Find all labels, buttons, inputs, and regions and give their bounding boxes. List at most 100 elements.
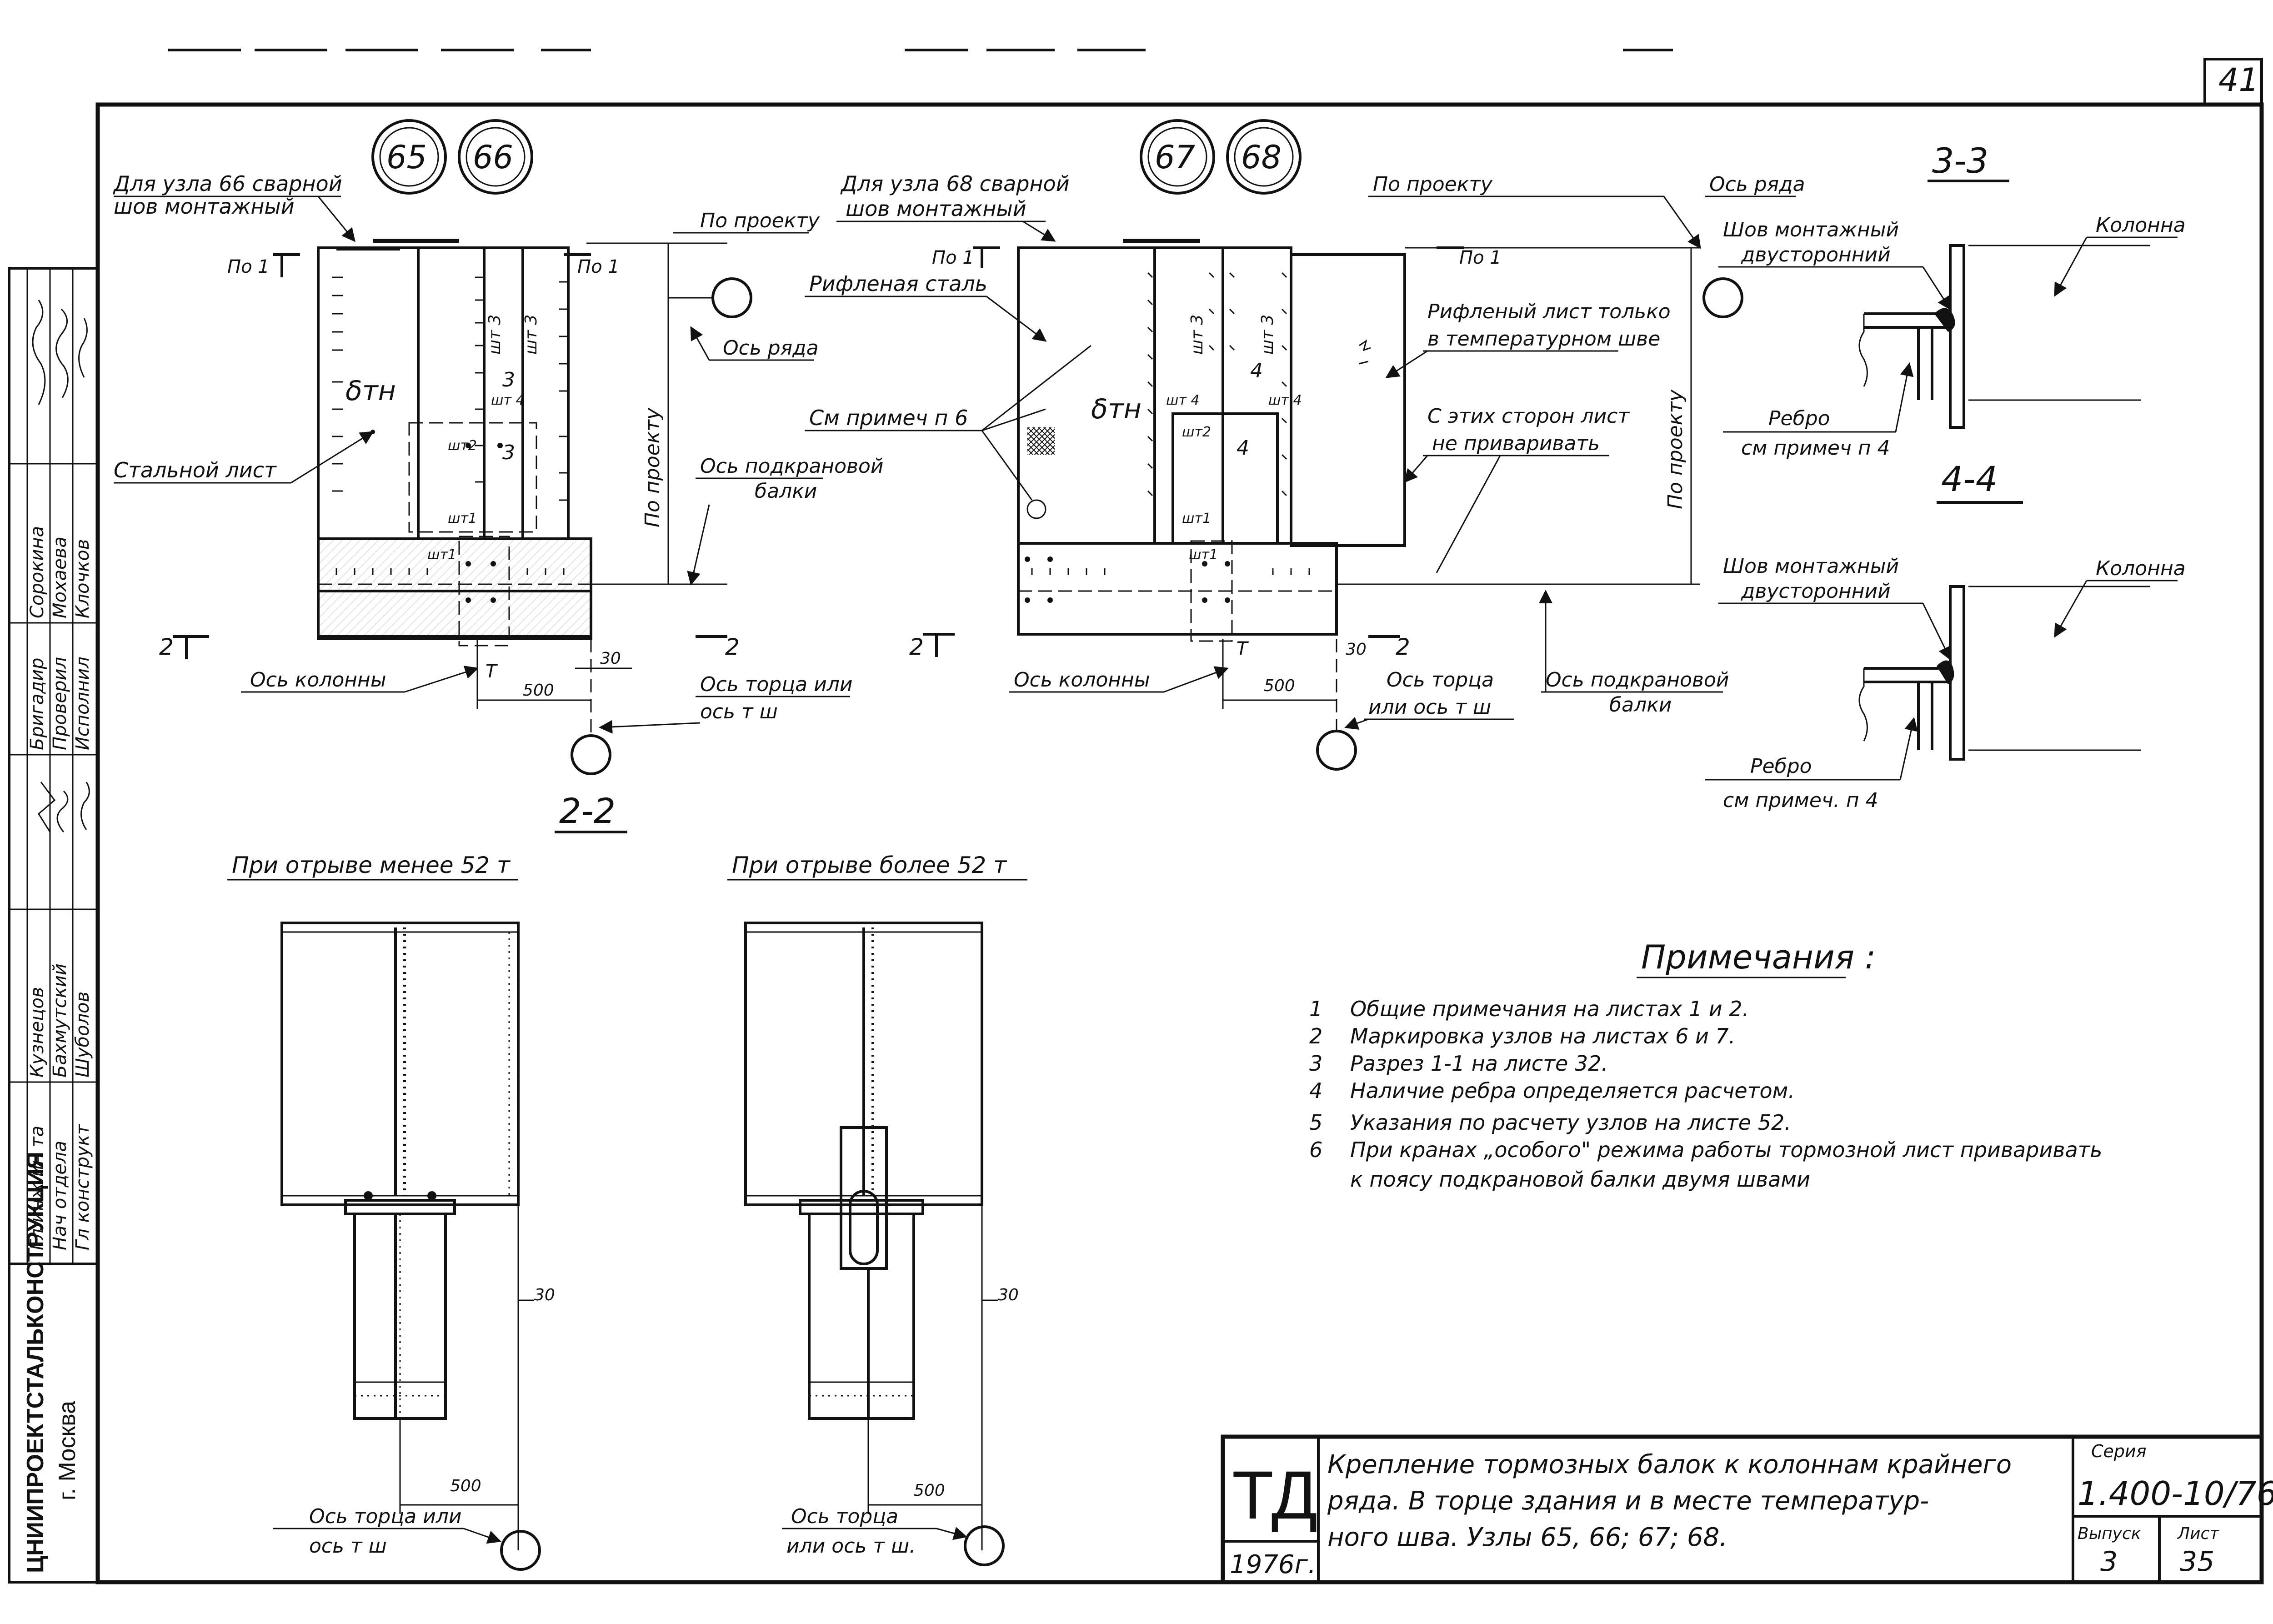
wt3-b: шт 3: [522, 315, 541, 355]
series-value: 1.400-10/76: [2078, 1474, 2273, 1513]
note-4-text: Наличие ребра определяется расчетом.: [1350, 1078, 1795, 1103]
row-axis-circle-mid: [1702, 277, 1743, 318]
end-axis-circle-22-right: [964, 1525, 1005, 1566]
per-project-mid: По проекту: [1373, 173, 1493, 196]
wt4-mid-b: шт 4: [1268, 392, 1302, 408]
wt1-mid-b: шт1: [1189, 547, 1218, 563]
delta-mid: δтн: [1091, 393, 1142, 425]
node-68-marker: [1226, 119, 1302, 195]
section-22-left-axis-1: Ось торца или: [309, 1505, 461, 1528]
series-label: Серия: [2091, 1441, 2147, 1461]
corr-sheet-note-1: Рифленый лист только: [1427, 300, 1671, 323]
role-2: Нач отдела: [50, 1141, 70, 1250]
dim-500-left: 500: [523, 681, 554, 700]
crane-axis-left: Ось подкрановой: [700, 455, 883, 478]
section-22-left-axis-2: ось т ш: [309, 1534, 387, 1558]
section-33-title: 3-3: [1932, 140, 1988, 181]
section-33-rib-note: см примеч п 4: [1741, 436, 1890, 460]
institute-name: ЦНИИПРОЕКТСТАЛЬКОНСТРУКЦИЯ: [22, 1152, 49, 1573]
no-weld-note-2: не приваривать: [1432, 432, 1600, 455]
row-axis-circle: [711, 277, 752, 318]
note-5-num: 5: [1309, 1110, 1322, 1135]
note-6-text: При кранах „особого" режима работы тормо…: [1350, 1138, 2103, 1162]
crane-axis-left-2: балки: [755, 480, 817, 503]
four-a: 4: [1250, 359, 1263, 382]
t-mark-left: Т: [486, 661, 498, 682]
name-1: Кузнецов: [27, 987, 48, 1078]
note-1-num: 1: [1309, 997, 1322, 1021]
end-axis-circle-left: [571, 734, 611, 775]
weld-note-66: Для узла 66 сварной: [113, 171, 342, 196]
end-axis-mid-2: или ось т ш: [1368, 696, 1491, 719]
section-33-column: Колонна: [2096, 214, 2186, 237]
node-68-label: 68: [1241, 139, 1282, 176]
section-2-2: 2-2 При отрыве менее 52 т При отрыве бол…: [227, 791, 1027, 1571]
section-33-weld-1: Шов монтажный: [1723, 218, 1899, 241]
issue-value: 3: [2100, 1546, 2118, 1578]
note-5-text: Указания по расчету узлов на листе 52.: [1350, 1110, 1791, 1135]
per-project-left: По проекту: [700, 209, 820, 232]
signature-strip: [8, 267, 99, 1584]
sheet-corner-number: 41: [2218, 61, 2259, 99]
crane-axis-mid: Ось подкрановой: [1546, 668, 1729, 692]
title-block: ТД 1976г. Крепление тормозных балок к ко…: [1221, 1434, 2273, 1584]
end-axis-circle-22-left: [500, 1530, 541, 1571]
delta-left: δтн: [345, 375, 396, 407]
node-67-label: 67: [1155, 139, 1195, 176]
per-project-vert-mid: По проекту: [1664, 389, 1687, 509]
po1-left: По 1: [227, 256, 270, 277]
role-6: Исполнил: [72, 657, 93, 750]
wt1-left-b: шт1: [427, 547, 456, 563]
note-2-num: 2: [1309, 1024, 1322, 1048]
column-axis-mid: Ось колонны: [1014, 668, 1150, 692]
dim-30-mid: 30: [1346, 640, 1367, 659]
node-66-label: 66: [473, 139, 513, 176]
dim-30-22-right: 30: [998, 1286, 1019, 1304]
section-2-left: 2: [159, 634, 174, 660]
end-axis-circle-mid: [1316, 730, 1357, 771]
detail-65-66: 65 66: [113, 119, 883, 775]
end-axis-left-2: ось т ш: [700, 700, 778, 723]
wt3-mid-b: шт 3: [1258, 315, 1277, 355]
section-44-column: Колонна: [2096, 557, 2186, 580]
section-3-3: 3-3 Шов монтажный двусторонний Колонна Р…: [1718, 140, 2186, 460]
dim-500-mid: 500: [1264, 677, 1295, 695]
wt4-left: шт 4: [491, 392, 525, 408]
per-project-vert-left: По проекту: [641, 407, 664, 527]
notes-heading: Примечания :: [1641, 938, 1876, 976]
role-5: Проверил: [50, 657, 70, 750]
note-6-cont: к поясу подкрановой балки двумя швами: [1350, 1167, 1810, 1192]
role-3: Гл конструкт: [72, 1123, 93, 1250]
title-line-2: ряда. В торце здания и в месте температу…: [1327, 1486, 1929, 1516]
section-44-rib-note: см примеч. п 4: [1723, 789, 1878, 812]
signature-roles: Гл инж ин та Нач отдела Гл конструкт Бри…: [27, 526, 93, 1250]
wt3-mid-a: шт 3: [1188, 315, 1207, 355]
section-33-rib: Ребро: [1768, 407, 1830, 430]
corrugated-steel: Рифленая сталь: [809, 271, 987, 296]
note-2-text: Маркировка узлов на листах 6 и 7.: [1350, 1024, 1735, 1048]
dim-500-22-left: 500: [450, 1477, 481, 1495]
name-3: Шуболов: [72, 992, 93, 1078]
section-2-right: 2: [725, 634, 740, 660]
section-44-weld-1: Шов монтажный: [1723, 555, 1899, 578]
weld-note-68-2: шов монтажный: [846, 196, 1026, 221]
node-65-label: 65: [386, 139, 427, 176]
detail-67-68: 67 68 Для узла 68 сварной шов монтажный …: [805, 119, 1805, 771]
see-note-6: См примеч п 6: [809, 406, 968, 430]
node-65-marker: [371, 119, 447, 195]
end-axis-mid: Ось торца: [1387, 668, 1494, 692]
node-67-marker: [1140, 119, 1215, 195]
year: 1976г.: [1230, 1550, 1316, 1579]
three-b: 3: [502, 441, 515, 464]
handwritten-signatures: [32, 300, 90, 832]
section-44-title: 4-4: [1941, 459, 1998, 499]
title-line-1: Крепление тормозных балок к колоннам кра…: [1327, 1450, 2012, 1479]
corr-sheet-note-2: в температурном шве: [1427, 327, 1660, 351]
note-3-text: Разрез 1-1 на листе 32.: [1350, 1051, 1608, 1076]
notes-block: Примечания : 1 Общие примечания на листа…: [1309, 938, 2103, 1192]
row-axis-left: Ось ряда: [723, 336, 819, 360]
section-2-mid-right: 2: [1396, 634, 1410, 660]
note-3-num: 3: [1309, 1051, 1322, 1076]
section-22-right-axis-2: или ось т ш.: [786, 1534, 916, 1558]
